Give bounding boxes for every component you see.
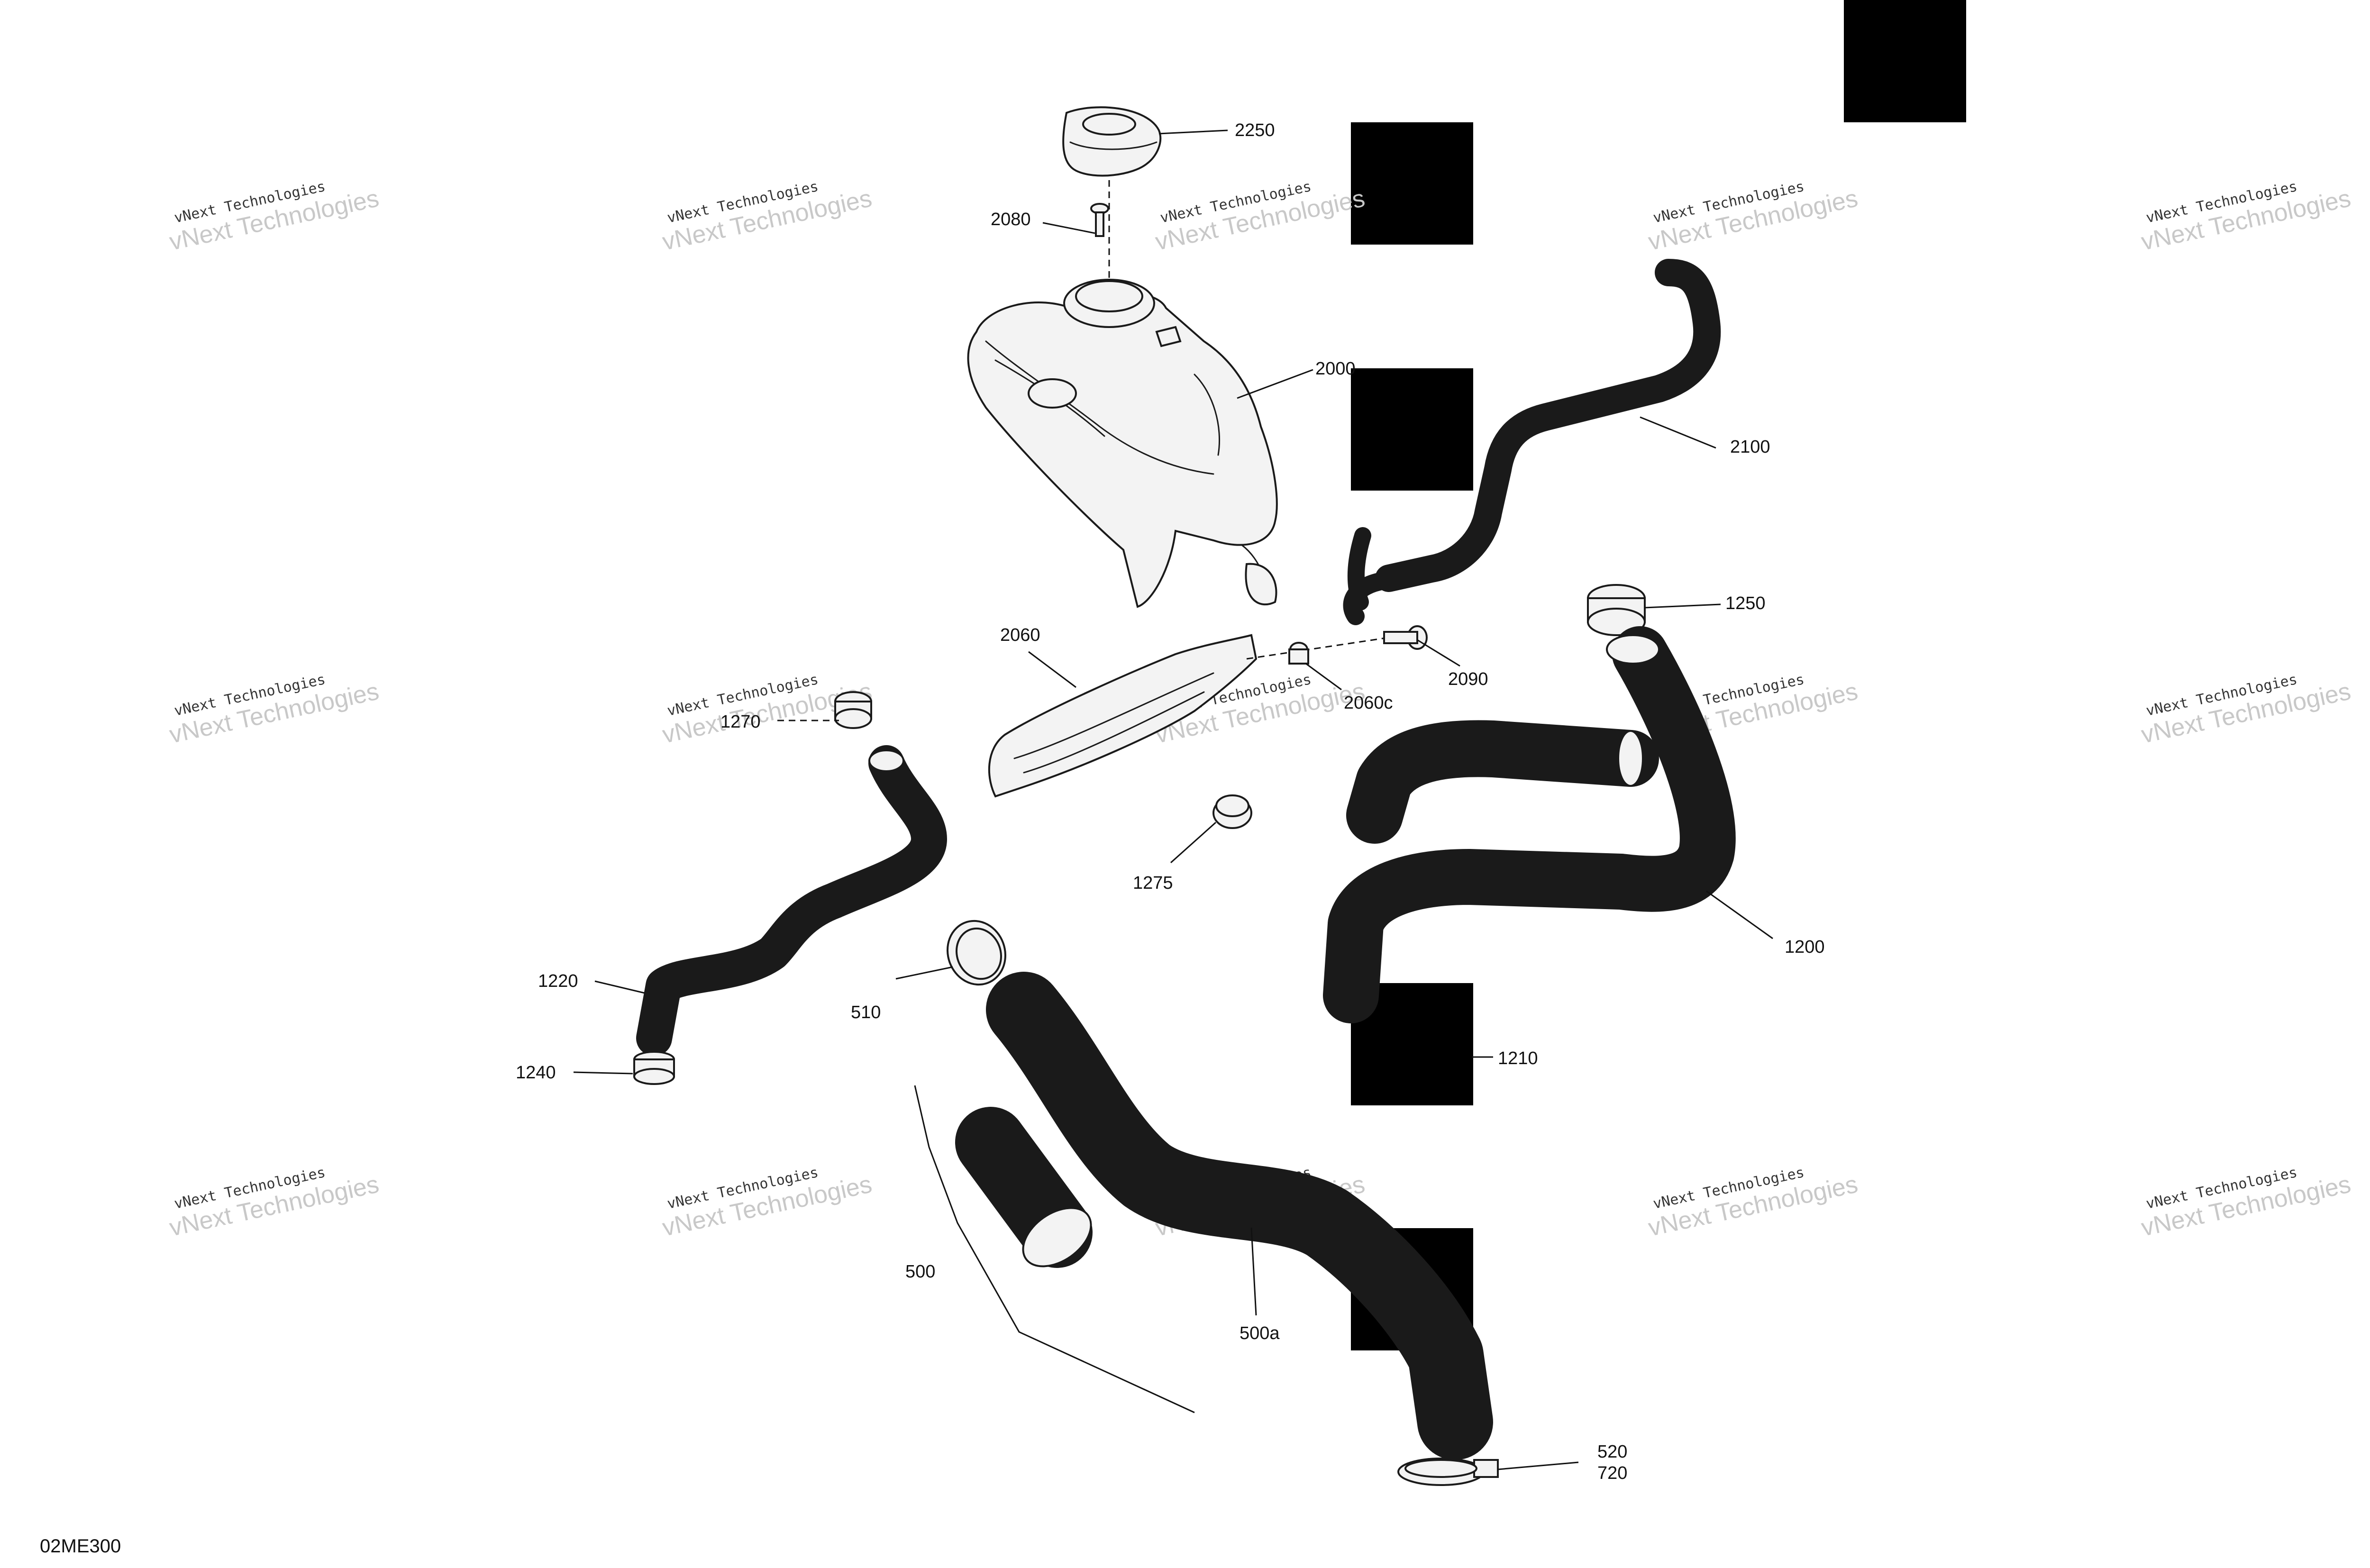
watermark: vNext Technologies vNext Technologies	[2139, 671, 2353, 749]
label-720: 720	[1597, 1463, 1627, 1483]
watermark: vNext Technologies vNext Technologies	[2139, 1164, 2353, 1242]
screw-2080	[1090, 203, 1109, 237]
bolt-2090	[1383, 625, 1428, 650]
label-500: 500	[905, 1262, 935, 1282]
deflector-2060	[988, 634, 1258, 798]
label-1275: 1275	[1133, 873, 1173, 893]
watermark: vNext Technologies vNext Technologies	[660, 178, 874, 256]
label-2000: 2000	[1315, 359, 1356, 379]
label-510: 510	[851, 1003, 881, 1022]
deflector-axis-line	[1246, 637, 1389, 660]
label-520: 520	[1597, 1442, 1627, 1462]
hose-500a	[986, 972, 1493, 1460]
hose-500	[955, 1107, 1093, 1268]
redaction-block-2	[1351, 368, 1473, 491]
leader-lines	[573, 129, 1773, 1470]
clamp-520-720	[1397, 1458, 1499, 1486]
watermark: vNext Technologies vNext Technologies	[167, 178, 381, 256]
label-500a: 500a	[1240, 1323, 1280, 1343]
label-2080: 2080	[991, 210, 1031, 229]
watermark: vNext Technologies vNext Technologies	[1646, 178, 1860, 256]
cap-1275	[1212, 794, 1252, 829]
label-2090: 2090	[1448, 669, 1488, 689]
label-1220: 1220	[538, 971, 578, 991]
label-1240: 1240	[516, 1063, 556, 1083]
watermark: vNext Technologies vNext Technologies	[660, 1164, 874, 1242]
watermark-grid: vNext Technologies vNext Technologies vN…	[167, 178, 2353, 1242]
label-2100: 2100	[1730, 437, 1770, 457]
watermark: vNext Technologies vNext Technologies	[1646, 1164, 1860, 1242]
label-2250: 2250	[1235, 120, 1275, 140]
coolant-reservoir	[967, 279, 1278, 608]
watermark: vNext Technologies vNext Technologies	[2139, 178, 2353, 256]
hose-short-elbow	[1346, 720, 1659, 844]
watermark: vNext Technologies vNext Technologies	[1153, 178, 1367, 256]
reservoir-cap	[1062, 106, 1162, 177]
label-1270: 1270	[720, 712, 761, 732]
label-2060: 2060	[1000, 625, 1040, 645]
label-1210: 1210	[1498, 1048, 1538, 1068]
watermark: vNext Technologies vNext Technologies	[167, 671, 381, 749]
fastener-2060c	[1288, 642, 1309, 665]
label-1200: 1200	[1785, 937, 1825, 957]
clamp-510	[947, 920, 1006, 986]
diagram-code: 02ME300	[40, 1536, 121, 1557]
bracket-line-500	[914, 1085, 1195, 1413]
hose-1200	[1323, 626, 1736, 1023]
watermark: vNext Technologies vNext Technologies	[167, 1164, 381, 1242]
hose-1220	[636, 745, 947, 1056]
clamp-1270	[834, 691, 872, 729]
redaction-block-top-right	[1844, 0, 1966, 122]
part-labels: 2250 2080 2000 2100 1250 2060 2090 2060c…	[516, 120, 1825, 1483]
hose-2100	[1343, 259, 1721, 625]
clamp-1240	[633, 1051, 675, 1085]
label-2060c: 2060c	[1344, 693, 1393, 713]
redaction-block-1	[1351, 122, 1473, 245]
label-1250: 1250	[1725, 593, 1766, 613]
